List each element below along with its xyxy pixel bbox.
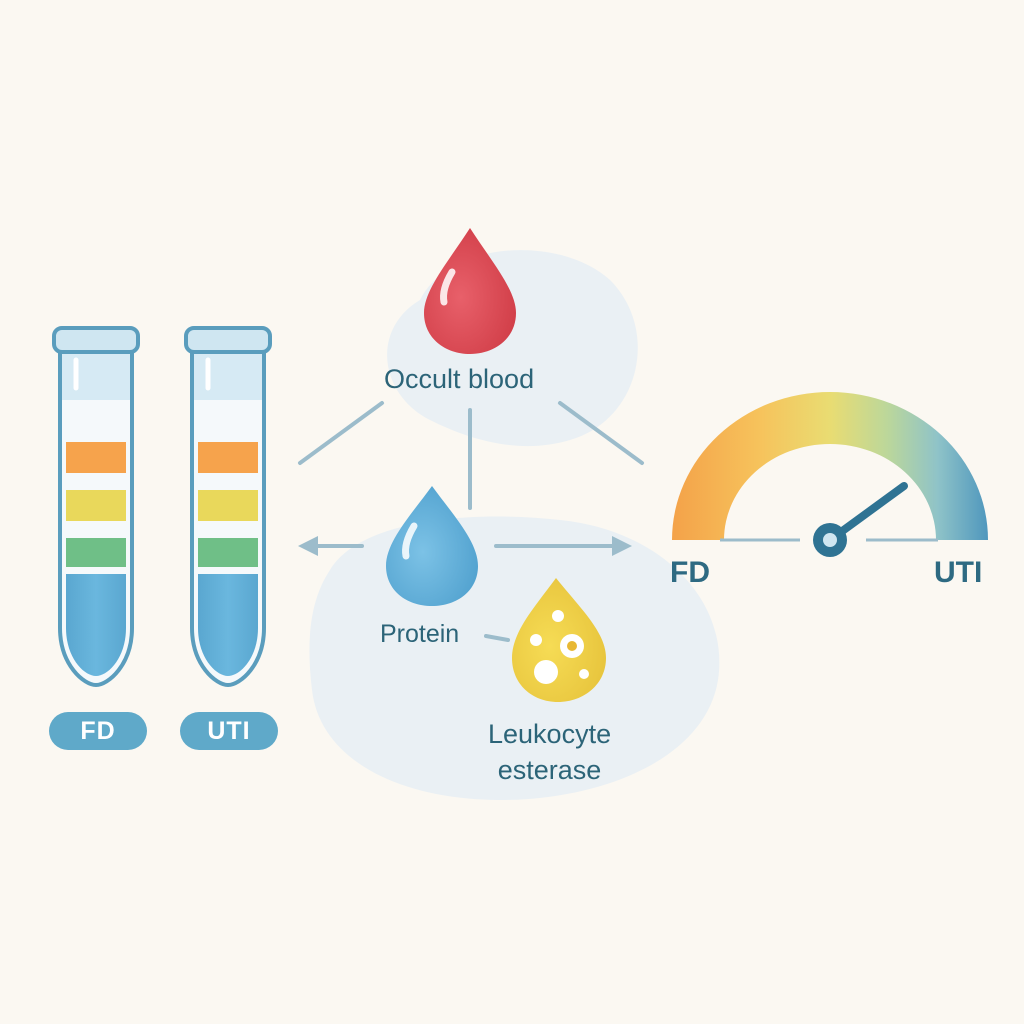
leukocyte-esterase-line1: Leukocyte — [488, 719, 612, 749]
leukocyte-esterase-label: Leukocyte esterase — [488, 716, 611, 788]
arrow-heads — [298, 536, 632, 556]
test-tube-icon — [184, 326, 272, 688]
tube-band-yellow — [198, 490, 258, 521]
tube-label-fd: FD — [49, 712, 147, 750]
leukocyte-esterase-line2: esterase — [497, 755, 602, 785]
leukocyte-drop-icon — [512, 578, 606, 702]
gauge-left-label: FD — [670, 556, 710, 589]
tube-band-orange — [198, 442, 258, 473]
arrow-left-head — [298, 536, 318, 556]
occult-blood-label: Occult blood — [384, 364, 535, 394]
tube-band-green — [198, 538, 258, 567]
test-tube-icon — [52, 326, 140, 688]
tube-band-yellow — [66, 490, 126, 521]
tube-label-uti: UTI — [180, 712, 278, 750]
tube-liquid — [198, 574, 258, 676]
gauge-icon — [672, 392, 988, 557]
tube-band-green — [66, 538, 126, 567]
tube-band-orange — [66, 442, 126, 473]
protein-drop-icon — [386, 486, 478, 606]
background-blob-top — [387, 250, 638, 447]
tube-liquid — [66, 574, 126, 676]
blood-drop-icon — [424, 228, 516, 354]
gauge-right-label: UTI — [934, 556, 983, 589]
arrow-right-head — [612, 536, 632, 556]
protein-label: Protein — [380, 620, 460, 648]
